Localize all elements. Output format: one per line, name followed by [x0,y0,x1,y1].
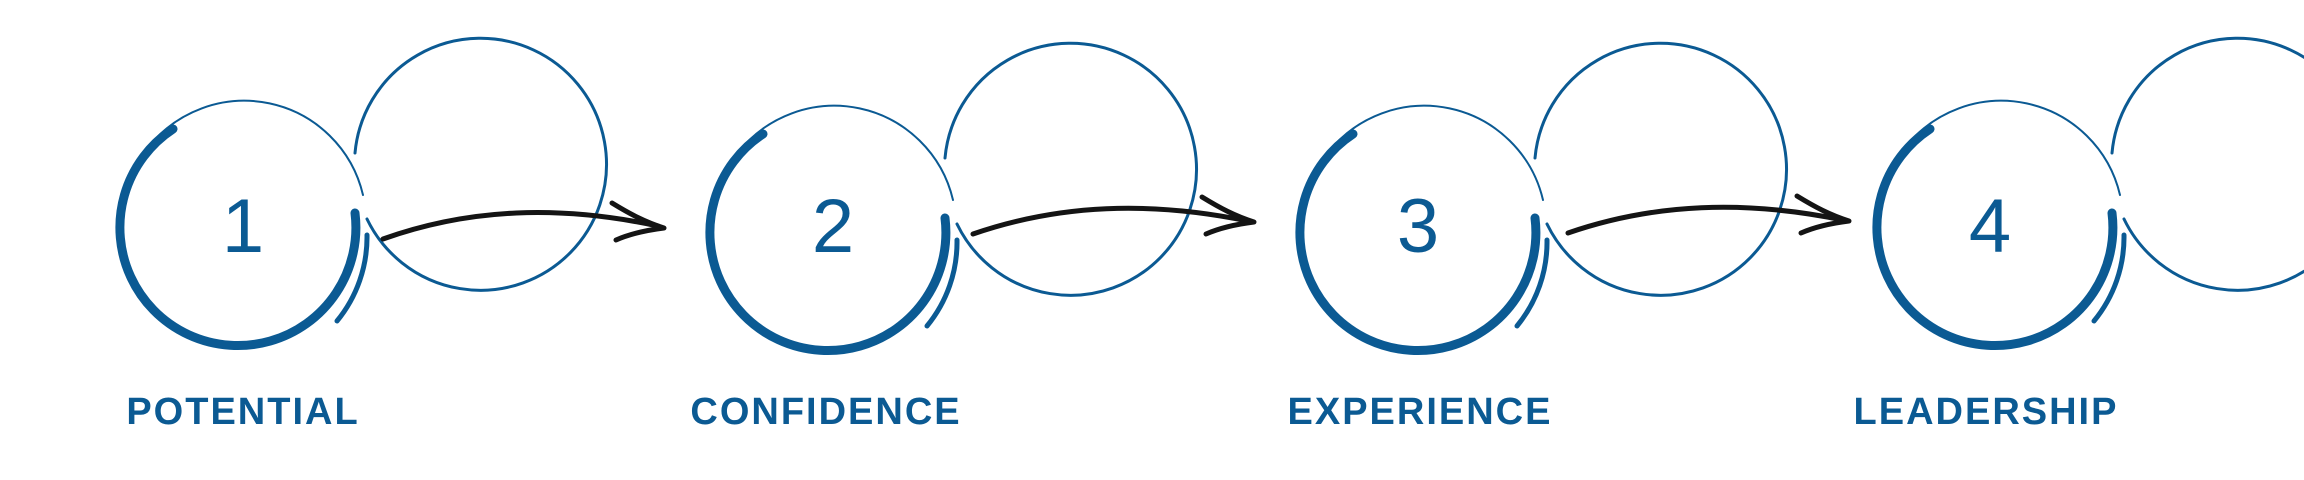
step-number: 4 [1969,184,2011,269]
step-number: 1 [222,184,264,269]
step-3: 3 EXPERIENCE [1288,41,1788,433]
step-label: LEADERSHIP [1854,391,2119,433]
step-label: EXPERIENCE [1288,391,1553,433]
step-2: 2 CONFIDENCE [690,41,1198,433]
brush-circle-icon [705,41,1198,356]
brush-circle-icon [1872,36,2304,351]
curved-arrow-icon [380,200,667,243]
step-1: 1 POTENTIAL [115,36,608,433]
brush-circle-icon [1295,41,1788,356]
curved-arrow-icon [970,194,1257,237]
step-label: CONFIDENCE [690,391,961,433]
step-4: 4 LEADERSHIP [1854,36,2304,433]
step-number: 2 [812,184,854,269]
brush-circle-icon [115,36,608,351]
step-number: 3 [1397,184,1439,269]
step-label: POTENTIAL [126,391,359,433]
curved-arrow-icon [1565,193,1852,236]
